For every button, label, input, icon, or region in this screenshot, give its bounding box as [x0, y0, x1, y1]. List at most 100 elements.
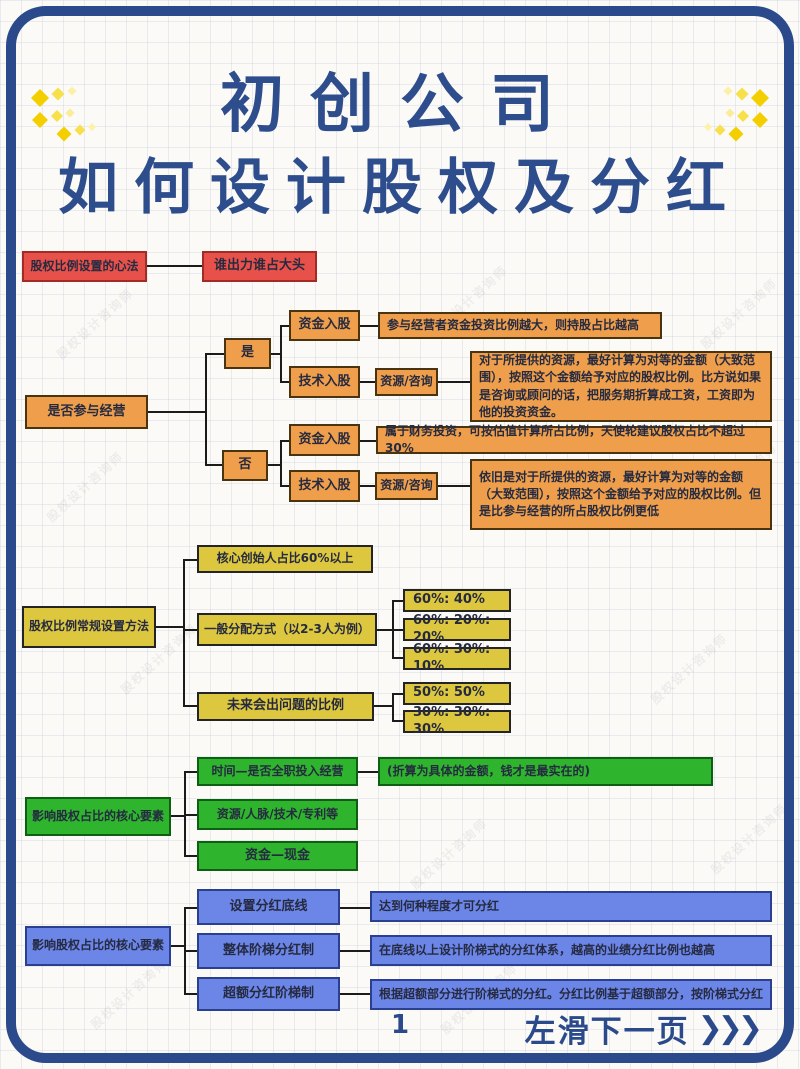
no-capital-note: 属于财务投资，可按估值计算所占比例，天使轮建议股权占比不超过30% [385, 423, 746, 455]
connector-line [184, 993, 197, 995]
watermark: 股权设计咨询师 [708, 800, 791, 877]
yes-tech-label: 技术入股 [298, 373, 351, 389]
factors-resources-box: 资源/人脉/技术/专利等 [197, 799, 358, 830]
factors-time-box: 时间—是否全职投入经营 [197, 757, 358, 786]
factors-root-box: 影响股权占比的核心要素 [25, 797, 171, 836]
participation-root-box: 是否参与经营 [25, 395, 148, 429]
connector-line [205, 464, 222, 466]
connector-line [184, 907, 197, 909]
connector-line [147, 265, 202, 267]
connector-line [438, 381, 470, 383]
connector-line [280, 381, 289, 383]
factors-time-label: 时间—是否全职投入经营 [211, 763, 344, 778]
factors-resources-label: 资源/人脉/技术/专利等 [216, 806, 339, 821]
connector-line [392, 693, 394, 722]
connector-line [280, 485, 289, 487]
connector-line [205, 353, 224, 355]
no-tech-note: 依旧是对于所提供的资源，最好计算为对等的金额（大致范围），按照这个金额给予对应的… [479, 469, 762, 519]
no-tech-mid-label: 资源/咨询 [380, 478, 433, 493]
ratio-option-label: 60%: 30%: 10% [413, 641, 491, 674]
watermark: 股权设计咨询师 [54, 285, 137, 362]
next-page-chevrons-icon: ❯❯❯ [697, 1011, 763, 1046]
connector-line [171, 815, 184, 817]
connector-line [183, 559, 197, 561]
diamond-decor-icon [704, 86, 769, 142]
ratio-option-label: 60%: 20%: 20% [413, 612, 491, 645]
connector-line [360, 325, 378, 327]
dividend-excess-note: 根据超额部分进行阶梯式的分红。分红比例基于超额部分，按阶梯式分红 [379, 986, 764, 1001]
no-tech-label: 技术入股 [298, 477, 351, 493]
connector-line [184, 950, 197, 952]
participation-no-label: 否 [238, 457, 252, 473]
ratio-option-label: 60%: 40% [413, 592, 485, 608]
ratio-general-label: 一般分配方式（以2-3人为例） [204, 621, 370, 636]
dividend-baseline-box: 设置分红底线 [197, 889, 340, 925]
connector-line [374, 705, 392, 707]
yes-tech-mid-box: 资源/咨询 [375, 368, 438, 396]
ratio-general-box: 一般分配方式（以2-3人为例） [197, 613, 377, 646]
no-tech-note-box: 依旧是对于所提供的资源，最好计算为对等的金额（大致范围），按照这个金额给予对应的… [470, 459, 772, 530]
mindset-root-box: 股权比例设置的心法 [22, 251, 147, 282]
page-title-line2: 如何设计股权及分红 [58, 153, 742, 223]
connector-line [358, 771, 378, 773]
connector-line [360, 381, 375, 383]
watermark: 股权设计咨询师 [648, 630, 731, 707]
dividend-root-label: 影响股权占比的核心要素 [31, 938, 164, 953]
page-title: 初创公司 如何设计股权及分红 [0, 62, 800, 228]
connector-line [183, 629, 197, 631]
ratio-problem-box: 未来会出问题的比例 [197, 692, 374, 721]
factors-time-note: (折算为具体的金额，钱才是最实在的) [387, 763, 590, 778]
participation-yes-box: 是 [224, 338, 271, 369]
next-page-hint[interactable]: 左滑下一页 ❯❯❯ [524, 1006, 763, 1051]
ratio-root-box: 股权比例常规设置方法 [22, 606, 156, 648]
watermark: 股权设计咨询师 [88, 955, 171, 1032]
yes-capital-note-box: 参与经营者资金投资比例越大，则持股占比越高 [378, 312, 662, 339]
yes-capital-box: 资金入股 [289, 310, 360, 341]
yes-tech-box: 技术入股 [289, 366, 360, 398]
connector-line [184, 855, 197, 857]
mindset-root-label: 股权比例设置的心法 [30, 258, 139, 273]
connector-line [268, 464, 280, 466]
dividend-excess-box: 超额分红阶梯制 [197, 977, 340, 1011]
connector-line [205, 353, 207, 466]
connector-line [184, 814, 197, 816]
mindset-rule-box: 谁出力谁占大头 [202, 251, 317, 282]
connector-line [184, 771, 197, 773]
factors-time-note-box: (折算为具体的金额，钱才是最实在的) [378, 757, 713, 786]
participation-no-box: 否 [222, 450, 268, 481]
next-page-label: 左滑下一页 [524, 1014, 690, 1050]
connector-line [171, 945, 184, 947]
yes-tech-note: 对于所提供的资源，最好计算为对等的金额（大致范围），按照这个金额给予对应的股权比… [479, 352, 762, 419]
dividend-tiered-note-box: 在底线以上设计阶梯式的分红体系，越高的业绩分红比例也越高 [370, 935, 772, 966]
yes-capital-label: 资金入股 [298, 317, 351, 333]
ratio-option-box: 50%: 50% [403, 682, 511, 705]
connector-line [280, 325, 282, 383]
dividend-baseline-label: 设置分红底线 [229, 898, 308, 914]
factors-capital-box: 资金—现金 [197, 841, 358, 871]
participation-root-label: 是否参与经营 [47, 403, 126, 419]
ratio-founder-label: 核心创始人占比60%以上 [216, 551, 354, 566]
yes-tech-mid-label: 资源/咨询 [380, 374, 433, 389]
ratio-option-box: 60%: 40% [403, 589, 511, 612]
mindset-rule-label: 谁出力谁占大头 [213, 258, 305, 274]
connector-line [271, 353, 280, 355]
connector-line [340, 993, 370, 995]
connector-line [360, 440, 376, 442]
connector-line [340, 950, 370, 952]
connector-line [280, 325, 289, 327]
connector-line [360, 485, 375, 487]
watermark: 股权设计咨询师 [44, 448, 127, 525]
ratio-option-box: 60%: 20%: 20% [403, 613, 511, 645]
no-capital-box: 资金入股 [289, 424, 360, 456]
connector-line [377, 629, 403, 631]
connector-line [392, 600, 403, 602]
ratio-option-label: 30%: 30%: 30% [413, 704, 491, 737]
dividend-tiered-note: 在底线以上设计阶梯式的分红体系，越高的业绩分红比例也越高 [379, 942, 716, 957]
diamond-decor-icon [31, 86, 96, 142]
yes-capital-note: 参与经营者资金投资比例越大，则持股占比越高 [387, 317, 640, 332]
participation-yes-label: 是 [240, 345, 254, 361]
connector-line [156, 626, 183, 628]
ratio-option-label: 50%: 50% [413, 685, 485, 701]
factors-root-label: 影响股权占比的核心要素 [31, 808, 164, 823]
